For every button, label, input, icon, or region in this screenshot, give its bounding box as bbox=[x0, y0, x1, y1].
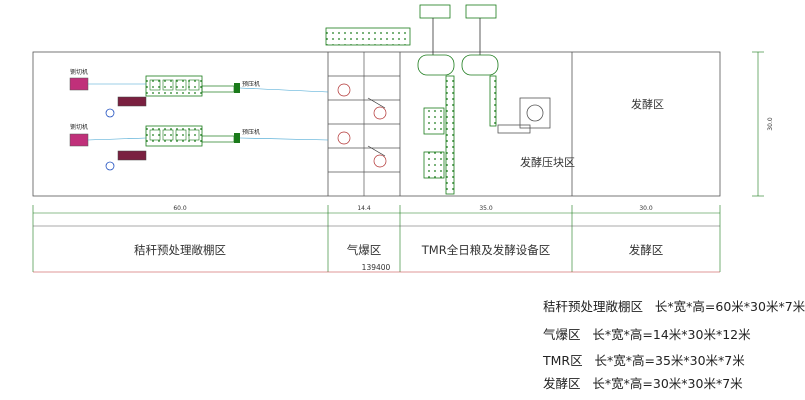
press-label-1: 预压机 bbox=[242, 80, 260, 88]
dim-35: 35.0 bbox=[479, 205, 493, 212]
dim-total: 139400 bbox=[362, 263, 391, 272]
dim-height: 30.0 bbox=[767, 117, 774, 131]
zone-label-pretreatment: 秸秆预处理敞棚区 bbox=[134, 243, 226, 257]
dim-60: 60.0 bbox=[173, 205, 187, 212]
cutter-label-2: 铡切机 bbox=[70, 123, 88, 131]
gas-explosion-cells bbox=[328, 52, 400, 196]
ferment-press-zone-label: 发酵压块区 bbox=[520, 155, 575, 169]
pretreatment-line-1 bbox=[69, 75, 329, 118]
pretreatment-line-2 bbox=[69, 125, 329, 171]
building-outline bbox=[32, 51, 721, 197]
ferment-zone-label: 发酵区 bbox=[631, 97, 664, 111]
cutter-label-1: 铡切机 bbox=[70, 68, 88, 76]
dimension-lines bbox=[32, 51, 764, 273]
spec-ferment: 发酵区 长*宽*高=30米*30米*7米 bbox=[543, 376, 743, 391]
spec-pretreatment: 秸秆预处理敞棚区 长*宽*高=60米*30米*7米 bbox=[543, 299, 805, 314]
zone-label-gas-explosion: 气爆区 bbox=[347, 243, 382, 257]
dim-30: 30.0 bbox=[639, 205, 653, 212]
tmr-equipment bbox=[325, 4, 551, 195]
zone-label-tmr: TMR全日粮及发酵设备区 bbox=[421, 243, 550, 257]
press-label-2: 预压机 bbox=[242, 128, 260, 136]
dim-14: 14.4 bbox=[357, 205, 371, 212]
spec-tmr: TMR区 长*宽*高=35米*30米*7米 bbox=[543, 353, 745, 368]
spec-gas-explosion: 气爆区 长*宽*高=14米*30米*12米 bbox=[543, 327, 751, 342]
zone-label-ferment: 发酵区 bbox=[629, 243, 664, 257]
